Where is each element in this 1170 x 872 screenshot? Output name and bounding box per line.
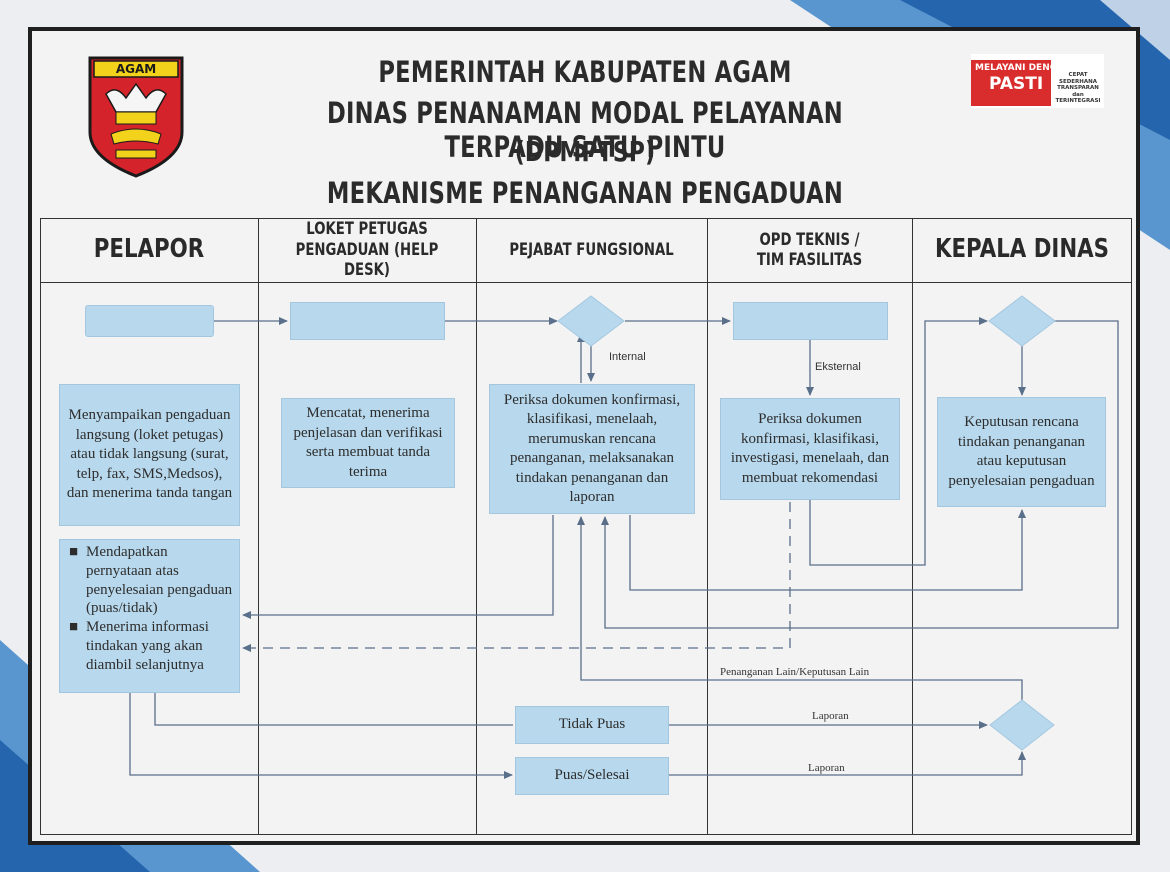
label-laporan-1: Laporan [812,710,849,722]
decision-diamond-kepala [988,295,1056,347]
bullet-icon: ■ [69,619,79,635]
header-divider [40,282,1132,283]
box-tidak-puas: Tidak Puas [515,706,669,744]
decision-diamond-final [989,699,1055,751]
badge-sub2: SEDERHANA [1059,78,1097,85]
box-opd-text: Periksa dokumen konfirmasi, klasifikasi,… [730,411,890,486]
box-loket-mencatat: Mencatat, menerima penjelasan dan verifi… [281,398,455,488]
logo-text: AGAM [115,62,157,76]
badge-line2: PASTI [989,74,1044,94]
lane-divider [258,218,259,835]
box-pelapor-hasil: ■ Mendapatkan pernyataan atas penyelesaia… [59,539,240,693]
header-pejabat: PEJABAT FUNGSIONAL [509,239,674,260]
lane-divider [476,218,477,835]
title-line3: (DPMPTSP) [514,135,656,168]
box-puas-selesai: Puas/Selesai [515,757,669,795]
badge-sub3: TRANSPARAN [1057,85,1099,91]
lane-divider [912,218,913,835]
title-line2: DINAS PENANAMAN MODAL PELAYANAN TERPADU … [327,96,843,164]
header-kepala: KEPALA DINAS [934,234,1110,265]
box-pejabat-text: Periksa dokumen konfirmasi, klasifikasi,… [503,391,681,506]
box-opd-periksa: Periksa dokumen konfirmasi, klasifikasi,… [720,398,900,500]
label-eksternal: Eksternal [815,361,861,373]
lane-divider [707,218,708,835]
bullet-icon: ■ [69,544,79,560]
header-opd: OPD TEKNIS / TIM FASILITAS [756,229,863,270]
pelapor-list-item: Menerima informasi tindakan yang akan di… [86,619,209,673]
pelapor-list-item: Mendapatkan pernyataan atas penyelesaian… [86,544,233,617]
label-laporan-2: Laporan [808,762,845,774]
box-tidak-puas-text: Tidak Puas [558,716,626,733]
box-loket-text: Mencatat, menerima penjelasan dan verifi… [293,405,443,480]
box-kepala-text: Keputusan rencana tindakan penanganan at… [948,414,1095,489]
box-pejabat-periksa: Periksa dokumen konfirmasi, klasifikasi,… [489,384,695,514]
start-box-opd [733,302,888,340]
label-penanganan-lain: Penanganan Lain/Keputusan Lain [720,666,870,678]
melayani-pasti-badge: MELAYANI DENGAN PASTI CEPAT SEDERHANA TR… [971,54,1104,108]
label-internal: Internal [609,351,646,363]
header-pelapor: PELAPOR [93,234,205,265]
agam-logo: AGAM [86,54,186,178]
title-line4: MEKANISME PENANGANAN PENGADUAN [326,176,844,210]
badge-sub1: CEPAT [1068,72,1088,78]
box-pelapor-menyampaikan: Menyampaikan pengaduan langsung (loket p… [59,384,240,526]
start-box-pelapor [85,305,214,337]
header-loket: LOKET PETUGAS PENGADUAN (HELP DESK) [295,219,439,281]
box-puas-text: Puas/Selesai [554,767,630,784]
swimlane-table [40,218,1132,835]
decision-diamond-pejabat [557,295,625,347]
badge-line1: MELAYANI DENGAN [975,63,1072,73]
badge-sub5: TERINTEGRASI [1055,98,1101,104]
title-line1: PEMERINTAH KABUPATEN AGAM [378,55,792,89]
box-pelapor-text: Menyampaikan pengaduan langsung (loket p… [66,407,233,502]
box-kepala-keputusan: Keputusan rencana tindakan penanganan at… [937,397,1106,507]
start-box-loket [290,302,445,340]
badge-sub4: dan [1072,91,1084,98]
